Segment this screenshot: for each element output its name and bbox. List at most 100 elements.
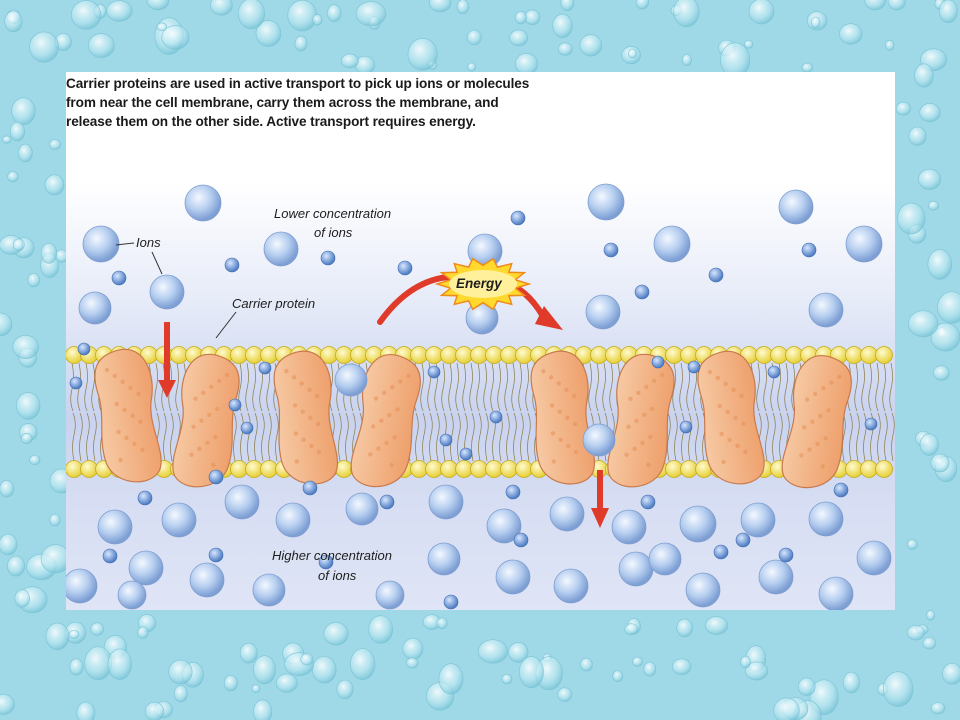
protein-texture	[213, 434, 218, 440]
ion	[397, 260, 413, 276]
water-drop	[45, 622, 70, 650]
protein-texture	[294, 459, 300, 464]
protein-texture	[118, 457, 123, 463]
phospholipid-head	[590, 346, 608, 364]
protein-texture	[315, 421, 321, 427]
phospholipid-head	[245, 460, 263, 478]
phospholipid-head	[500, 346, 518, 364]
lipid-tail	[772, 412, 776, 462]
water-drop	[323, 622, 349, 646]
protein-texture	[723, 381, 728, 387]
water-drop	[29, 31, 59, 63]
protein-texture	[632, 446, 637, 452]
water-drop	[312, 656, 337, 684]
water-drop	[926, 610, 935, 621]
water-drop	[355, 1, 387, 27]
phospholipid-head	[230, 346, 248, 364]
protein-texture	[112, 373, 118, 379]
water-drop	[922, 637, 937, 650]
protein-texture	[392, 435, 397, 440]
protein-texture	[382, 390, 387, 396]
protein-texture	[642, 412, 647, 418]
lipid-tail	[889, 362, 893, 412]
protein-texture	[128, 385, 133, 391]
water-drop	[239, 642, 258, 664]
phospholipid-head	[845, 346, 863, 364]
lipid-tail	[77, 362, 81, 412]
lipid-tail	[602, 362, 606, 412]
phospholipid-head	[455, 346, 473, 364]
phospholipid-head	[440, 346, 458, 364]
ion	[375, 580, 405, 610]
water-drop	[20, 433, 33, 444]
protein-texture	[826, 408, 831, 413]
water-drop	[477, 639, 508, 664]
ion	[510, 210, 526, 226]
water-drop	[839, 23, 863, 45]
lipid-tail	[345, 412, 349, 462]
water-drop	[137, 626, 149, 639]
ion	[224, 484, 260, 520]
ion	[78, 291, 112, 325]
ion	[833, 482, 849, 498]
water-drop	[914, 63, 934, 88]
energy-label: Energy	[456, 276, 503, 291]
protein-texture	[650, 406, 655, 412]
water-drop	[0, 694, 15, 715]
water-drop	[0, 479, 15, 498]
water-drop	[340, 53, 359, 69]
protein-texture	[640, 440, 645, 446]
ion	[320, 250, 336, 266]
ion	[778, 547, 794, 563]
water-drop	[930, 453, 950, 473]
protein-texture	[215, 406, 220, 412]
water-drop	[635, 0, 649, 10]
lipid-tail	[667, 412, 671, 462]
protein-texture	[138, 419, 143, 424]
higher-concentration-label-line1: Higher concentration	[272, 548, 392, 563]
ion	[856, 540, 892, 576]
phospholipid-head	[245, 346, 263, 364]
ions	[66, 183, 892, 610]
lipid-tail	[842, 412, 846, 462]
water-drop	[887, 0, 906, 11]
lipid-tail	[674, 412, 678, 462]
water-drop	[501, 673, 513, 685]
protein-texture	[395, 407, 400, 412]
lipid-tail	[247, 412, 251, 462]
lipid-tail	[688, 412, 692, 462]
ion	[513, 532, 529, 548]
water-drop	[300, 653, 314, 666]
lipid-tail	[756, 362, 760, 412]
protein-texture	[114, 401, 119, 407]
ion	[611, 509, 647, 545]
protein-texture	[815, 441, 820, 447]
phospholipid-head	[170, 346, 188, 364]
water-drop	[744, 661, 769, 681]
carrier-protein	[94, 349, 162, 483]
protein-texture	[104, 367, 110, 373]
ion	[653, 225, 691, 263]
protein-texture	[628, 396, 633, 401]
water-drop	[897, 202, 926, 235]
lipid-tail	[79, 412, 83, 462]
protein-texture	[564, 387, 569, 393]
protein-texture	[820, 464, 825, 469]
water-drop	[49, 139, 61, 150]
lipid-tail	[420, 362, 424, 412]
ion	[679, 420, 693, 434]
protein-texture	[379, 418, 384, 423]
protein-texture	[648, 434, 653, 440]
water-drop	[368, 615, 394, 644]
lipid-tail	[891, 412, 895, 462]
ions-leader-line-1	[115, 242, 135, 246]
water-drop	[557, 687, 573, 702]
lipid-tail	[695, 412, 699, 462]
phospholipid-head	[335, 346, 353, 364]
water-drop	[632, 656, 643, 667]
protein-texture	[120, 379, 125, 385]
energy-burst	[377, 257, 563, 330]
protein-texture	[284, 368, 289, 374]
water-drop	[406, 657, 419, 669]
water-drop	[27, 272, 41, 288]
